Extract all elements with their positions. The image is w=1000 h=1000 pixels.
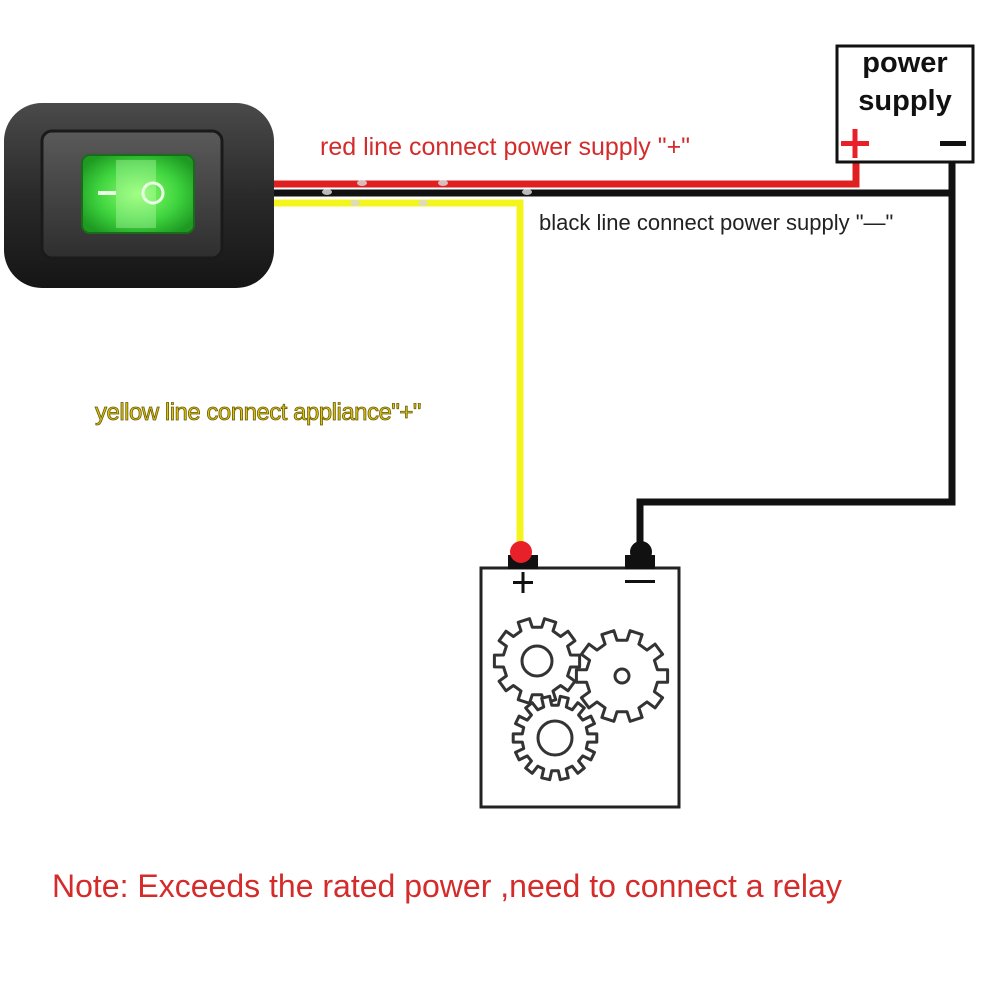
relay-note: Note: Exceeds the rated power ,need to c…: [52, 868, 842, 904]
power-supply-title-line2: supply: [858, 85, 951, 117]
appliance-plus-terminal-dot: [510, 541, 532, 563]
red-wire: [270, 160, 860, 188]
gear-right-hub: [613, 667, 631, 685]
yellow-line-label: yellow line connect appliance"+": [95, 399, 421, 426]
switch-off-mark: [98, 191, 116, 195]
switch-on-mark: [141, 181, 165, 205]
appliance-plus-mark: [513, 572, 533, 593]
yellow-wire: [270, 199, 524, 552]
rocker-switch: [4, 103, 274, 288]
gear-left-hub: [520, 644, 554, 678]
appliance: [479, 541, 681, 809]
switch-rocker-shine: [116, 160, 156, 228]
power-supply-box: power supply: [835, 44, 975, 164]
power-supply-minus-symbol: [940, 141, 966, 146]
gear-bottom-hub: [536, 719, 574, 757]
appliance-minus-mark: [625, 580, 655, 583]
gears-icon: [492, 617, 670, 782]
switch-rocker: [81, 154, 195, 234]
appliance-minus-terminal-dot: [630, 541, 652, 563]
black-line-label: black line connect power supply "—": [539, 210, 893, 235]
wire-sheen: [322, 180, 532, 206]
power-supply-title-line1: power: [862, 47, 947, 79]
red-line-label: red line connect power supply "+": [320, 133, 690, 161]
power-supply-plus-symbol: [841, 129, 869, 158]
black-wire: [270, 160, 956, 552]
